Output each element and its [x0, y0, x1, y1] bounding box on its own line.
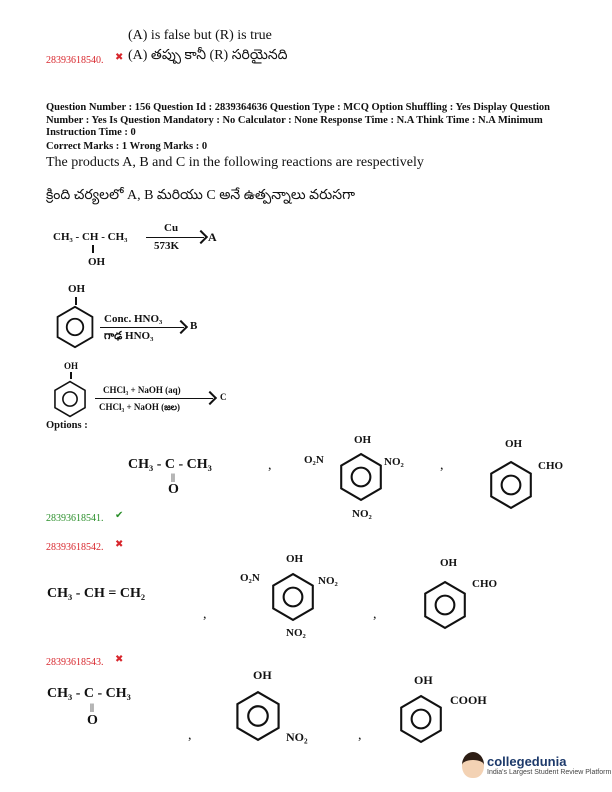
product-label: B — [190, 320, 198, 332]
hydroxyl-label: OH — [414, 673, 433, 687]
propene-formula: CH₃ - CH = CH₂ — [47, 586, 146, 601]
benzene-ring-icon — [53, 305, 97, 349]
reaction-arrow — [100, 327, 184, 328]
aldehyde-label: CHO — [538, 460, 564, 472]
hydroxyl-label: OH — [68, 283, 86, 295]
nitro-label: O₂N — [240, 572, 260, 584]
nitro-label: NO₂ — [318, 575, 338, 587]
double-bond: || — [171, 472, 175, 482]
oxygen-label: O — [168, 482, 179, 497]
acetone-formula: CH₃ - C - CH₃ — [47, 686, 131, 701]
reaction-arrow — [146, 237, 204, 238]
separator: , — [440, 458, 444, 473]
hydroxyl-label: OH — [286, 553, 304, 565]
oxygen-label: O — [87, 713, 98, 728]
benzene-ring-icon — [51, 380, 89, 418]
question-text-telugu: క్రింది చర్యలలో A, B మరియు C అనే ఉత్పన్న… — [46, 188, 355, 203]
hydroxyl-label: OH — [440, 557, 458, 569]
nitro-label: NO₂ — [384, 456, 404, 468]
benzene-ring-icon — [486, 460, 536, 510]
double-bond: || — [90, 702, 94, 712]
hydroxyl-label: OH — [64, 361, 79, 371]
benzene-ring-icon — [268, 572, 318, 622]
nitro-label: NO₂ — [352, 508, 372, 520]
collegedunia-logo: collegedunia India's Largest Student Rev… — [462, 752, 611, 778]
logo-name: collegedunia — [487, 754, 567, 769]
question-meta: Question Number : 156 Question Id : 2839… — [46, 102, 550, 138]
question-text-english: The products A, B and C in the following… — [46, 155, 424, 170]
options-label: Options : — [46, 420, 88, 431]
previous-option-telugu: (A) తప్పు కానీ (R) సరియైనది — [128, 48, 288, 63]
wrong-mark-icon: ✖ — [115, 539, 124, 550]
benzene-ring-icon — [232, 690, 284, 742]
mascot-icon — [462, 752, 484, 778]
separator: , — [358, 728, 362, 743]
benzene-ring-icon — [420, 580, 470, 630]
nitro-label: NO₂ — [286, 627, 306, 639]
bond — [70, 372, 72, 379]
previous-option-english: (A) is false but (R) is true — [128, 28, 272, 43]
separator: , — [268, 458, 272, 473]
reagent-telugu: గాఢ HNO₃ — [104, 330, 154, 342]
reagent: Cu — [164, 222, 179, 234]
bond — [92, 245, 94, 253]
separator: , — [373, 607, 377, 622]
reactant: CH₃ - CH - CH₃ — [53, 231, 128, 243]
product-label: A — [208, 230, 217, 244]
hydroxyl-label: OH — [505, 438, 523, 450]
acetone-formula: CH₃ - C - CH₃ — [128, 457, 212, 472]
reagent: CHCl₃ + NaOH (aq) — [103, 385, 181, 395]
bond — [75, 297, 77, 305]
wrong-mark-icon: ✖ — [115, 52, 124, 63]
reagent-telugu: CHCl₃ + NaOH (జల) — [99, 402, 181, 412]
hydroxyl-label: OH — [354, 434, 372, 446]
option-id: 28393618540. — [46, 55, 104, 66]
product-label: C — [220, 392, 227, 402]
aldehyde-label: CHO — [472, 578, 498, 590]
benzene-ring-icon — [396, 694, 446, 744]
condition: 573K — [154, 240, 180, 252]
hydroxyl-label: OH — [253, 668, 272, 682]
logo-tagline: India's Largest Student Review Platform — [487, 769, 612, 776]
option-id: 28393618541. — [46, 513, 104, 524]
nitro-label: O₂N — [304, 454, 324, 466]
nitro-label: NO₂ — [286, 730, 308, 744]
reaction-arrow — [95, 398, 213, 399]
separator: , — [203, 607, 207, 622]
option-id: 28393618542. — [46, 542, 104, 553]
reagent: Conc. HNO₃ — [104, 313, 163, 325]
wrong-mark-icon: ✖ — [115, 654, 124, 665]
carboxyl-label: COOH — [450, 693, 487, 707]
separator: , — [188, 728, 192, 743]
check-mark-icon: ✔ — [115, 510, 124, 521]
question-marks: Correct Marks : 1 Wrong Marks : 0 — [46, 141, 208, 152]
option-id: 28393618543. — [46, 657, 104, 668]
hydroxyl-label: OH — [88, 256, 106, 268]
benzene-ring-icon — [336, 452, 386, 502]
